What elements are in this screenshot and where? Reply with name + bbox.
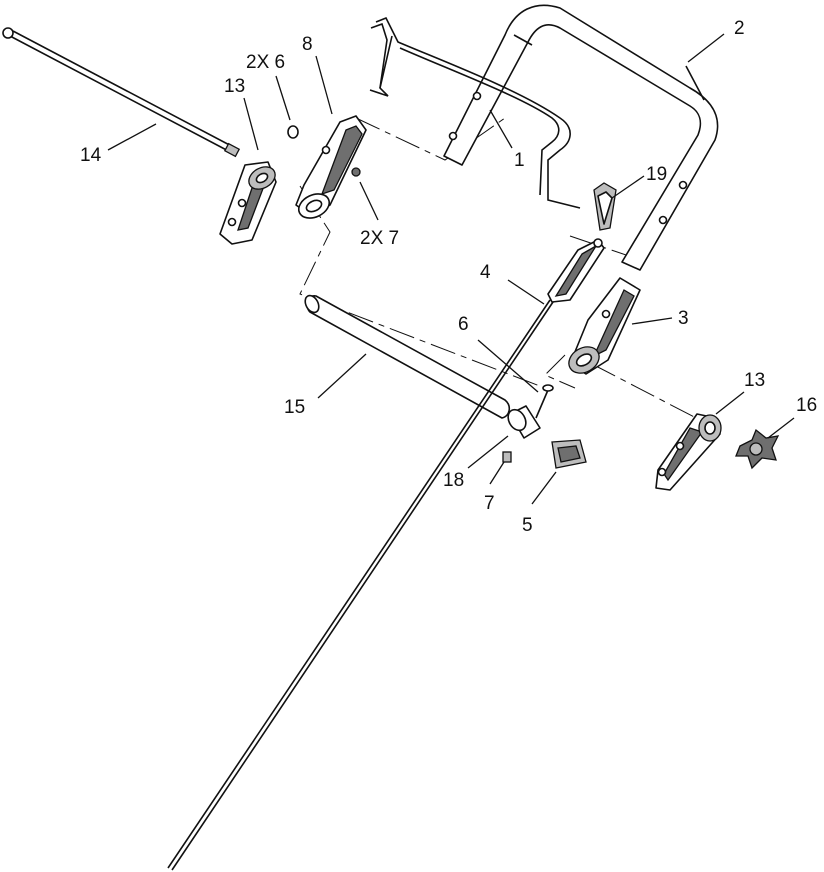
part-18-bushing: [507, 405, 541, 439]
part-7-screw-right: [502, 451, 512, 463]
part-3-right-bracket: [568, 277, 641, 375]
part-7-screw-left: [351, 167, 361, 177]
callout-16: 16: [796, 395, 817, 416]
part-6-pin-left: [287, 125, 299, 139]
part-6-pin-right: [535, 384, 554, 419]
callout-8: 8: [302, 34, 313, 55]
part-8-left-bracket: [295, 115, 367, 219]
callout-2x7: 2X 7: [360, 228, 399, 249]
callout-labels: 2 1 19 3 4 6 15 18 7 5 13 16 14 13 8 2X …: [80, 18, 817, 536]
callout-19: 19: [646, 164, 667, 185]
part-14-rod: [2, 27, 241, 158]
part-13-right-clamp: [655, 413, 722, 491]
callout-5: 5: [522, 515, 533, 536]
callout-2x6: 2X 6: [246, 52, 285, 73]
callout-4: 4: [480, 262, 491, 283]
callout-7-lower: 7: [484, 493, 495, 514]
callout-1: 1: [514, 150, 525, 171]
callout-2: 2: [734, 18, 745, 39]
callout-6-lower: 6: [458, 314, 469, 335]
part-1-control-bail: [369, 16, 581, 209]
part-16-knob: [735, 428, 780, 470]
callout-13-left: 13: [224, 76, 245, 97]
part-4-cable: [167, 238, 605, 871]
callout-14: 14: [80, 145, 102, 166]
callout-15: 15: [284, 397, 305, 418]
callout-18: 18: [443, 470, 464, 491]
part-13-left-clamp: [219, 161, 277, 245]
part-15-cross-tube: [304, 294, 511, 419]
part-2-upper-handle: [443, 4, 719, 271]
part-5-clip: [551, 439, 587, 469]
callout-3: 3: [678, 308, 689, 329]
part-19-clip: [593, 182, 617, 231]
leader-lines: [107, 33, 795, 505]
callout-13-right: 13: [744, 370, 765, 391]
